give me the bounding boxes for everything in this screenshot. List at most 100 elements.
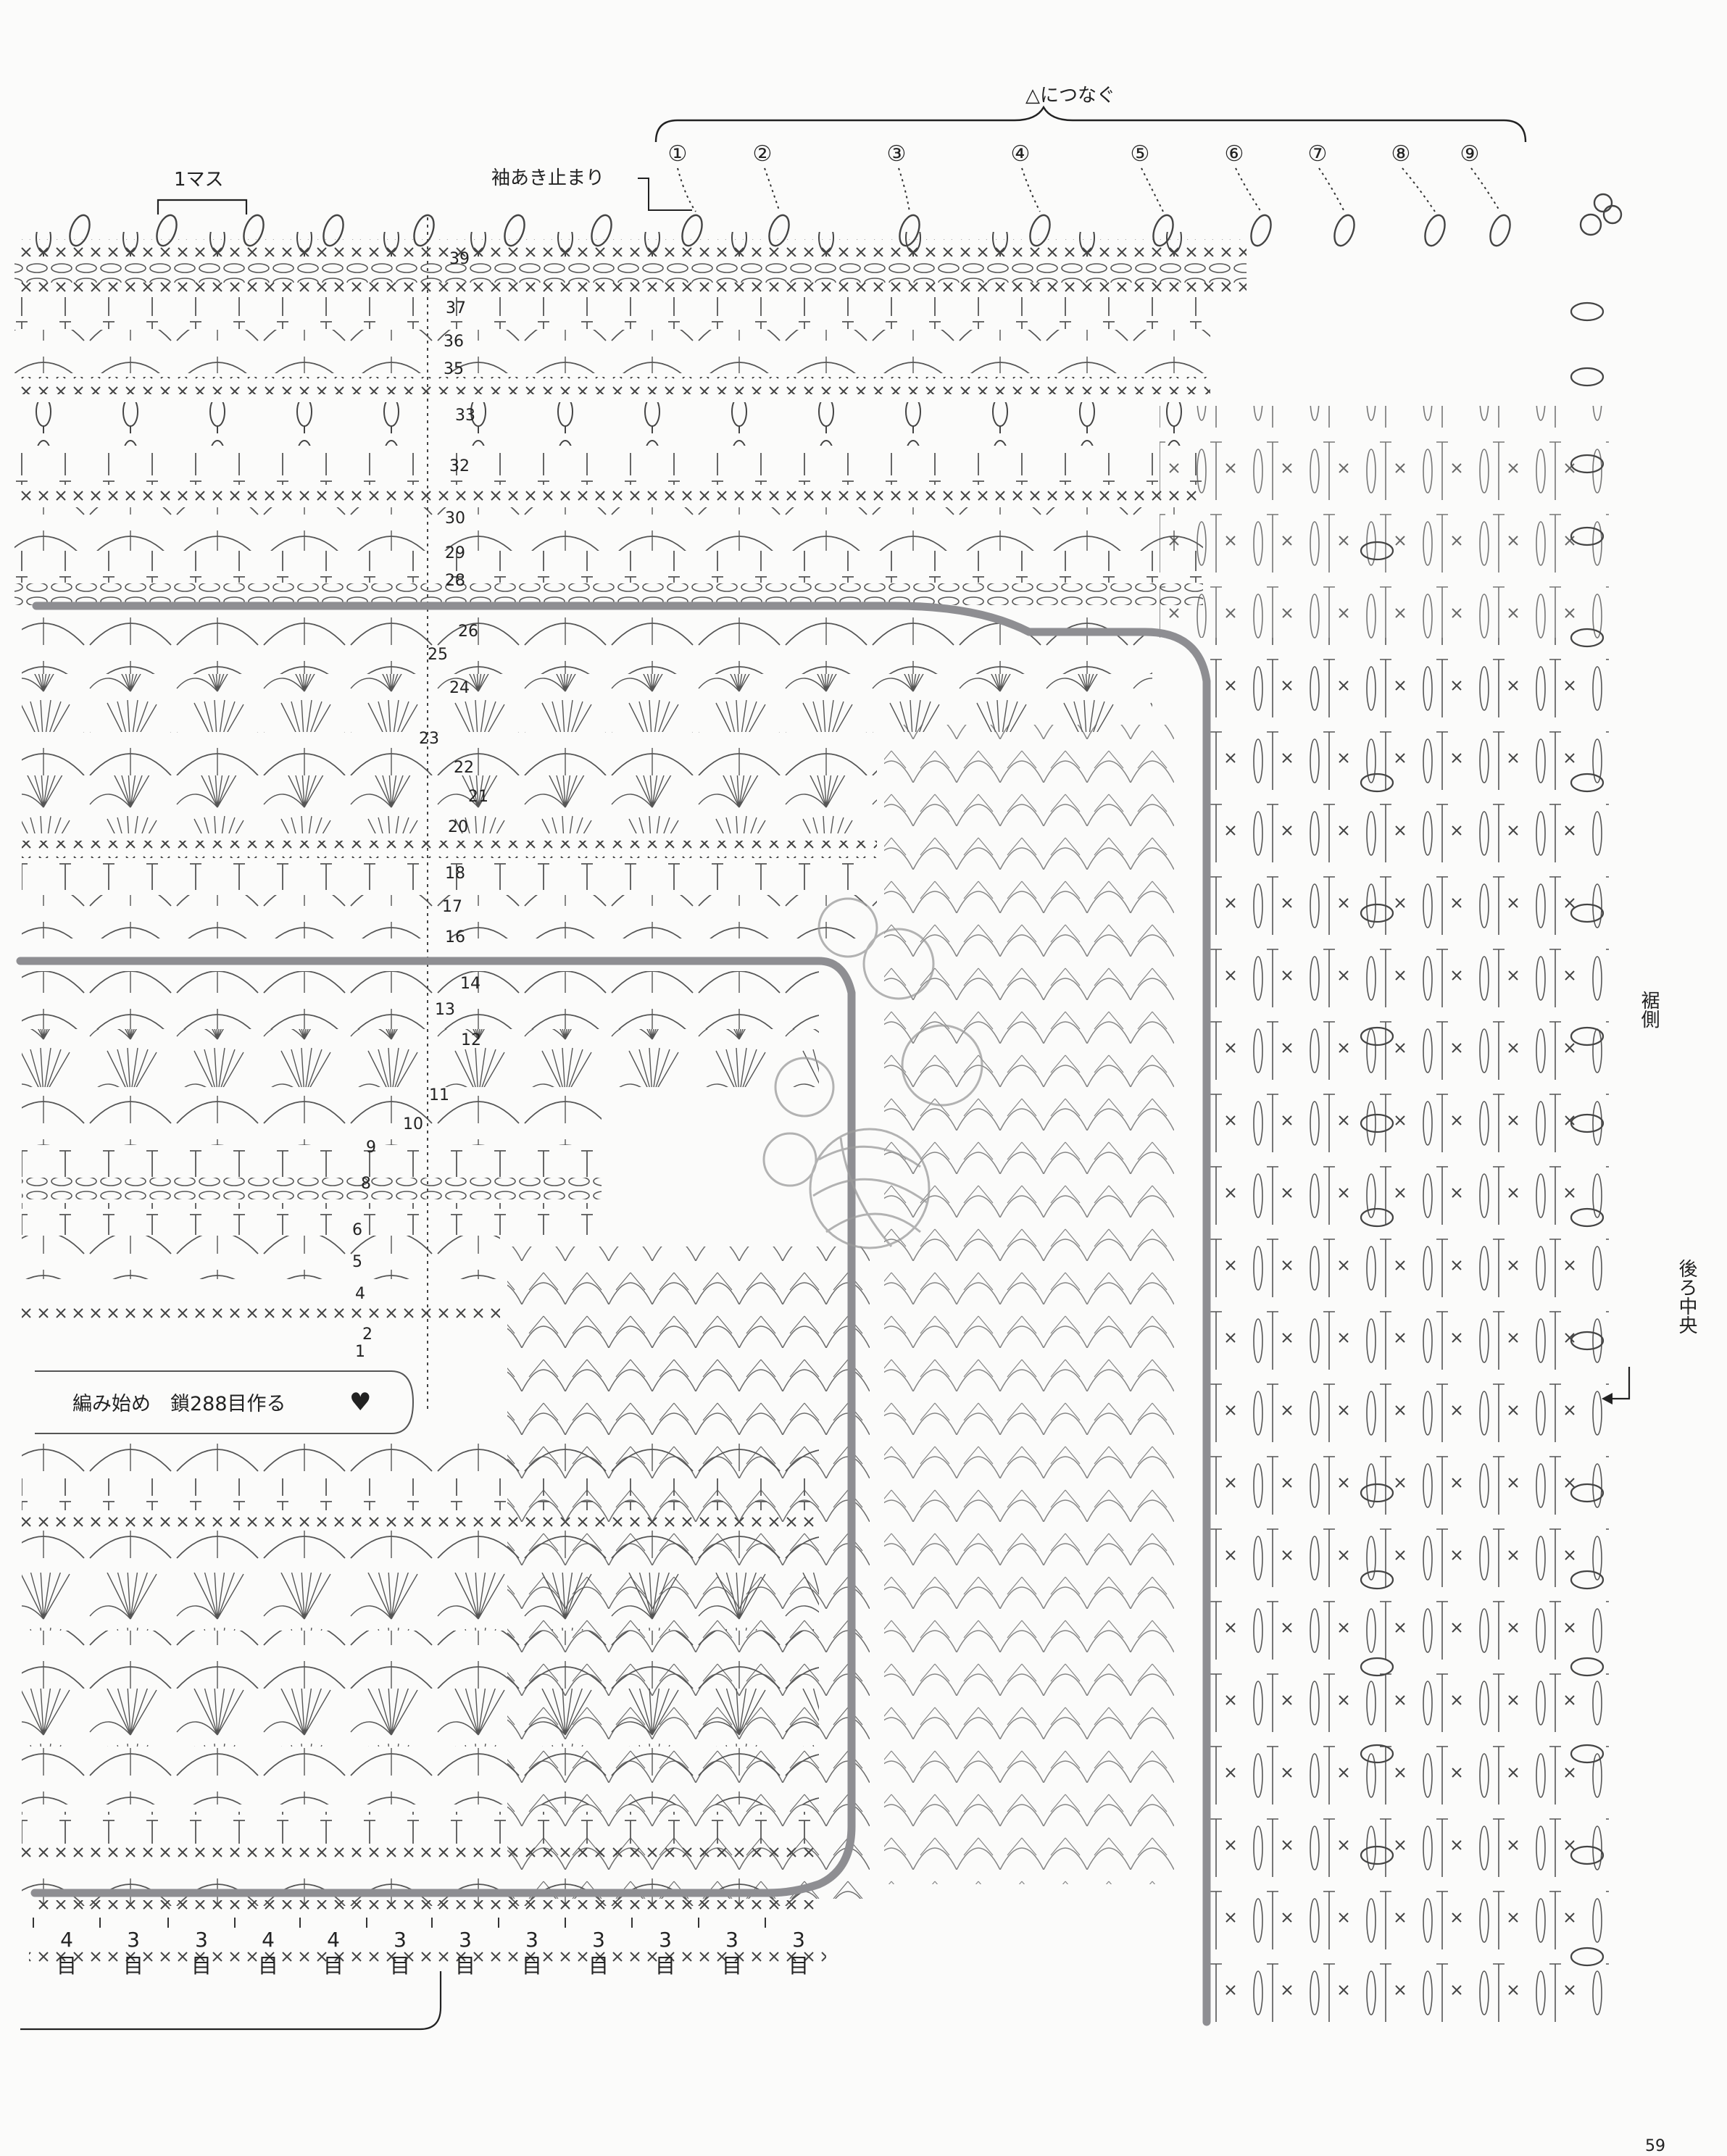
row-number: 26 — [458, 623, 478, 641]
join-marker-1: ① — [668, 141, 688, 167]
yarn-ball-watermark — [762, 897, 983, 1249]
bottom-brace — [20, 1971, 442, 2031]
stitch-count-unit: 目 — [57, 1954, 77, 1978]
stitch-count: 3目 — [631, 1918, 675, 1978]
grid-unit-bracket — [157, 199, 248, 215]
stitch-count: 3目 — [498, 1918, 542, 1978]
stitch-count: 4目 — [33, 1918, 77, 1978]
stitch-count-unit: 目 — [455, 1954, 475, 1978]
stitch-count: 3目 — [167, 1918, 212, 1978]
sleeve-stop-label: 袖あき止まり — [491, 167, 604, 189]
hem-side-text: 裾側 — [1622, 991, 1660, 1028]
row-number: 11 — [429, 1086, 449, 1104]
stitch-count-number: 3 — [525, 1928, 538, 1952]
stitch-count: 3目 — [99, 1918, 143, 1978]
back-center-label: 後ろ中央 — [1622, 1259, 1697, 1334]
row-number: 4 — [355, 1285, 365, 1303]
stitch-count-number: 3 — [127, 1928, 140, 1952]
stitch-count-number: 3 — [195, 1928, 208, 1952]
row-number: 14 — [460, 975, 480, 993]
row-number: 30 — [445, 509, 465, 528]
stitch-count-number: 3 — [394, 1928, 407, 1952]
stitch-count-number: 4 — [60, 1928, 73, 1952]
join-label: △につなぐ — [1025, 85, 1115, 107]
stitch-count-number: 3 — [725, 1928, 738, 1952]
row-number: 33 — [455, 407, 475, 425]
row-number: 22 — [454, 759, 474, 777]
stitch-count: 3目 — [565, 1918, 609, 1978]
stitch-count-unit: 目 — [522, 1954, 542, 1978]
row-numbers: 3937363533323029282625242322212018171614… — [352, 250, 488, 1361]
row-number: 17 — [442, 898, 462, 916]
row-number: 24 — [449, 679, 470, 697]
sleeve-leader — [638, 178, 692, 211]
row-number: 13 — [435, 1001, 455, 1019]
stitch-texture — [14, 232, 1609, 2029]
row-number: 6 — [352, 1221, 362, 1239]
back-center-arrow — [1612, 1367, 1631, 1400]
row-number: 9 — [366, 1139, 376, 1157]
hem-side-label: 裾側 — [1622, 991, 1660, 1028]
stitch-count-unit: 目 — [655, 1954, 675, 1978]
row-number: 8 — [361, 1175, 371, 1193]
stitch-count-unit: 目 — [788, 1954, 809, 1978]
row-number: 28 — [445, 572, 465, 590]
join-arrows — [677, 167, 1501, 212]
join-brace — [654, 105, 1527, 143]
start-label: 編み始め 鎖288目作る — [72, 1393, 286, 1415]
section-frames — [16, 602, 1211, 2026]
stitch-count: 3目 — [698, 1918, 742, 1978]
row-number: 2 — [362, 1325, 373, 1344]
heart-mark: ♥ — [349, 1388, 371, 1417]
stitch-count: 3目 — [765, 1918, 809, 1978]
join-marker-8: ⑧ — [1391, 141, 1411, 167]
row-number: 1 — [355, 1343, 365, 1361]
stitch-count-number: 3 — [459, 1928, 472, 1952]
join-marker-6: ⑥ — [1225, 141, 1244, 167]
row-number: 37 — [446, 299, 466, 317]
row-number: 39 — [449, 250, 470, 268]
row-number: 35 — [444, 360, 464, 378]
row-number: 10 — [403, 1115, 423, 1133]
start-chain-box — [35, 1370, 415, 1434]
stitch-count-unit: 目 — [588, 1954, 609, 1978]
arrow-head — [1602, 1393, 1612, 1404]
join-marker-7: ⑦ — [1308, 141, 1328, 167]
stitch-count: 3目 — [431, 1918, 475, 1978]
stitch-count-unit: 目 — [191, 1954, 212, 1978]
stitch-count: 3目 — [366, 1918, 410, 1978]
row-number: 29 — [445, 544, 465, 562]
stitch-count-unit: 目 — [390, 1954, 410, 1978]
stitch-count-unit: 目 — [258, 1954, 278, 1978]
stitch-count-number: 4 — [327, 1928, 340, 1952]
join-marker-2: ② — [753, 141, 773, 167]
row-number: 12 — [461, 1031, 481, 1049]
bottom-xrow — [35, 1900, 817, 1915]
join-marker-3: ③ — [887, 141, 907, 167]
grid-unit-label: 1マス — [174, 169, 224, 191]
right-picot-column — [1360, 301, 1605, 1967]
row-number: 25 — [428, 646, 448, 664]
back-center-text: 後ろ中央 — [1622, 1259, 1697, 1334]
row-number: 36 — [444, 333, 464, 351]
stitch-count: 4目 — [299, 1918, 344, 1978]
row-number: 21 — [468, 788, 488, 806]
stitch-count-unit: 目 — [722, 1954, 742, 1978]
stitch-count-unit: 目 — [323, 1954, 344, 1978]
row-number: 20 — [448, 818, 468, 836]
top-picot-row — [69, 193, 1623, 247]
stitch-count-unit: 目 — [123, 1954, 143, 1978]
row-number: 16 — [445, 928, 465, 946]
stitch-count-number: 3 — [659, 1928, 672, 1952]
join-marker-5: ⑤ — [1131, 141, 1150, 167]
join-marker-9: ⑨ — [1460, 141, 1480, 167]
row-number: 18 — [445, 865, 465, 883]
row-number: 32 — [449, 457, 470, 475]
join-marker-4: ④ — [1011, 141, 1031, 167]
row-number: 5 — [352, 1253, 362, 1271]
stitch-count-number: 3 — [592, 1928, 605, 1952]
page-number: 59 — [1645, 2137, 1665, 2155]
